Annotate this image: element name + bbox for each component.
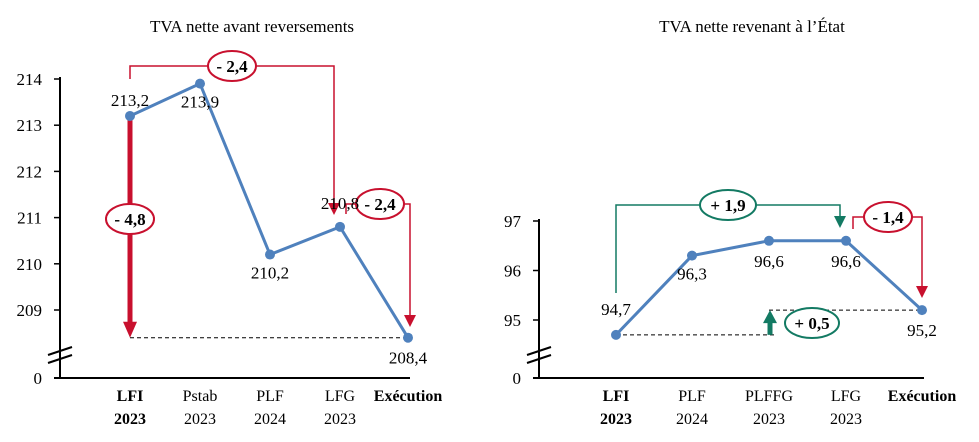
chart2-x-tick-label: 2023 xyxy=(600,411,632,428)
chart2-data-label: 96,3 xyxy=(677,265,707,284)
chart1-x-tick-label: Exécution xyxy=(374,388,443,405)
chart2-annotation-arrowhead xyxy=(916,286,928,298)
chart2-annotation-bubble: + 0,5 xyxy=(784,307,840,339)
chart1-annotation-bubble-label: - 4,8 xyxy=(114,210,145,229)
chart1-annotation-bubble: - 2,4 xyxy=(207,50,257,82)
chart2-y-tick-label: 0 xyxy=(513,369,522,388)
chart2-annotation-bubble-ellipse xyxy=(784,307,840,339)
chart1-axis-break-mark xyxy=(47,354,73,364)
chart1-x-tick-label: 2023 xyxy=(114,411,146,428)
chart1-annotation-arrowhead xyxy=(123,321,137,338)
chart2-data-point xyxy=(687,250,697,261)
chart2-y-tick-label: 96 xyxy=(504,262,521,281)
chart2-x-tick-label: 2024 xyxy=(676,411,708,428)
chart1-x-tick-label: 2023 xyxy=(184,411,216,428)
chart2-data-label: 94,7 xyxy=(601,300,631,319)
chart1-annotation-bubble-label: - 2,4 xyxy=(364,195,396,214)
chart2-x-tick-label: PLF xyxy=(678,388,706,405)
chart2-x-tick-label: LFG xyxy=(831,388,862,405)
chart1-annotation-arrowhead xyxy=(404,315,416,327)
chart1-annotation-bracket xyxy=(129,65,335,204)
chart1-data-point xyxy=(125,110,135,121)
chart2-axis-break-mark xyxy=(526,346,552,356)
chart1-annotation-bubble-label: - 2,4 xyxy=(216,57,248,76)
chart2-data-label: 96,6 xyxy=(831,252,861,271)
chart2-data-point xyxy=(611,329,621,340)
chart1-data-point xyxy=(265,249,275,260)
chart1-title: TVA nette avant reversements xyxy=(150,17,354,36)
chart1-annotation-bubble: - 4,8 xyxy=(105,203,155,235)
chart1-data-label: 210,2 xyxy=(251,264,289,283)
chart1-annotation-bubble-ellipse xyxy=(355,188,405,220)
chart2-annotation-bubble: - 1,4 xyxy=(863,201,913,233)
chart1-y-tick-label: 212 xyxy=(17,162,43,181)
chart2-data-label: 95,2 xyxy=(907,321,937,340)
chart2-x-tick-label: 2023 xyxy=(753,411,785,428)
chart1-data-label: 210,8 xyxy=(321,194,359,213)
chart1-data-label: 213,9 xyxy=(181,93,219,112)
chart1-x-tick-label: Pstab xyxy=(183,388,218,405)
chart1-y-tick-label: 209 xyxy=(17,301,43,320)
chart1-y-tick-label: 214 xyxy=(17,70,43,89)
chart1-data-point xyxy=(403,332,413,343)
chart1-x-tick-label: 2024 xyxy=(254,411,286,428)
chart1-x-tick-label: 2023 xyxy=(324,411,356,428)
chart2-y-tick-label: 97 xyxy=(504,212,522,231)
chart1-data-point xyxy=(195,78,205,89)
chart1-data-point xyxy=(335,221,345,232)
chart2-annotation-bubble-ellipse xyxy=(699,189,757,221)
chart2-data-point xyxy=(841,235,851,246)
chart2-data-point xyxy=(917,305,927,316)
chart1-y-tick-label: 211 xyxy=(17,209,42,228)
chart1-annotation-bracket xyxy=(345,203,411,318)
chart1-data-label: 208,4 xyxy=(389,349,428,368)
chart1-y-tick-label: 210 xyxy=(17,255,43,274)
chart2-annotation-bubble-ellipse xyxy=(863,201,913,233)
chart1-annotation-bubble-ellipse xyxy=(207,50,257,82)
chart1-annotation-arrowhead xyxy=(328,203,340,215)
chart1-y-tick-label: 213 xyxy=(17,116,43,135)
chart2-annotation-bubble: + 1,9 xyxy=(699,189,757,221)
chart2-annotation-bubble-label: + 0,5 xyxy=(794,314,829,333)
chart2-annotation-bubble-label: + 1,9 xyxy=(710,196,745,215)
chart2-x-tick-label: Exécution xyxy=(888,388,957,405)
chart2-axis-break-mark xyxy=(526,354,552,364)
chart1-y-tick-label: 0 xyxy=(34,369,43,388)
chart2-annotation-bubble-label: - 1,4 xyxy=(872,208,904,227)
chart1-annotation-bubble-ellipse xyxy=(105,203,155,235)
chart1-x-tick-label: PLF xyxy=(256,388,284,405)
chart2-y-tick-label: 95 xyxy=(504,311,521,330)
chart1-data-label: 213,2 xyxy=(111,91,149,110)
chart2-data-point xyxy=(764,235,774,246)
chart2-x-tick-label: LFI xyxy=(603,388,630,405)
chart2-title: TVA nette revenant à l’État xyxy=(659,17,845,36)
chart2-x-tick-label: PLFFG xyxy=(745,388,793,405)
chart2-annotation-arrowhead xyxy=(834,216,846,228)
chart2-annotation-arrowhead xyxy=(763,310,777,324)
chart1-x-tick-label: LFI xyxy=(117,388,144,405)
chart2-data-label: 96,6 xyxy=(754,252,784,271)
chart1-annotation-bubble: - 2,4 xyxy=(355,188,405,220)
chart1-axis-break-mark xyxy=(47,346,73,356)
chart2-x-tick-label: 2023 xyxy=(830,411,862,428)
chart1-x-tick-label: LFG xyxy=(325,388,356,405)
